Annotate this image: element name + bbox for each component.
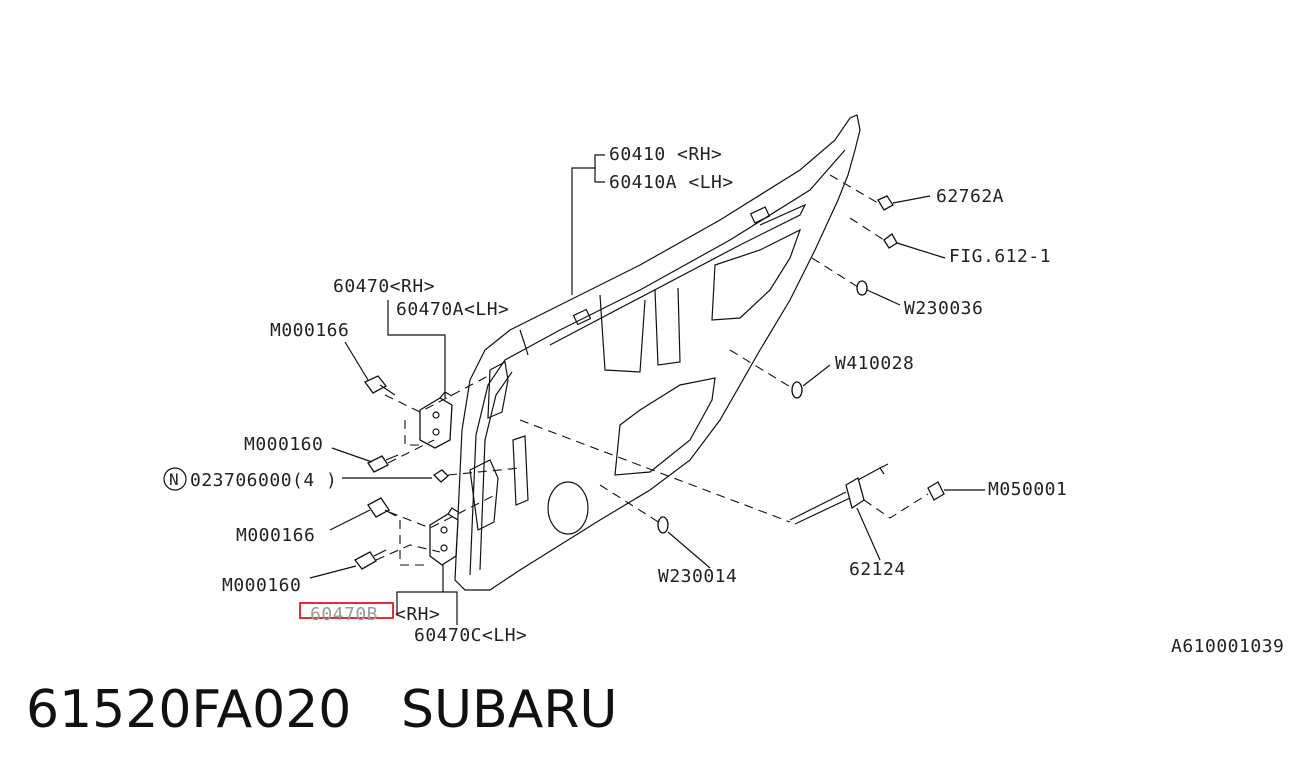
label-m000166-upper: M000166	[270, 320, 349, 341]
lower-hinge	[429, 507, 459, 566]
part-number: 61520FA020	[26, 680, 352, 740]
label-62124: 62124	[849, 559, 906, 580]
part-labels: 60410 <RH> 60410A <LH> 62762A FIG.612-1 …	[163, 144, 1284, 657]
label-m050001: M050001	[988, 479, 1067, 500]
bolt-m000166-upper	[364, 375, 396, 396]
label-60470b[interactable]: 60470B	[310, 604, 378, 625]
leader-lines	[309, 154, 985, 625]
label-60470c-lh: 60470C<LH>	[414, 625, 527, 646]
label-60470b-side: <RH>	[395, 604, 440, 625]
highlight-box-60470b	[299, 602, 394, 619]
label-60410a-lh: 60410A <LH>	[609, 172, 734, 193]
upper-hinge	[419, 391, 453, 449]
bolt-m000160-lower	[354, 549, 387, 570]
door-checker-62124	[789, 463, 889, 525]
label-m000160-upper: M000160	[244, 434, 323, 455]
note-n-circle	[163, 467, 187, 491]
bolt-m050001	[927, 481, 945, 501]
label-w230036: W230036	[904, 298, 983, 319]
door-hinge-parts-diagram: 60410 <RH> 60410A <LH> 62762A FIG.612-1 …	[163, 114, 1284, 657]
bolt-m000166-lower	[367, 497, 397, 518]
label-60470-rh: 60470<RH>	[333, 276, 435, 297]
label-fig-612-1: FIG.612-1	[949, 246, 1051, 267]
nut	[432, 469, 449, 483]
label-62762a: 62762A	[936, 186, 1004, 207]
label-60470a-lh: 60470A<LH>	[396, 299, 509, 320]
brand-name: SUBARU	[400, 680, 618, 740]
bolt-62762a	[877, 195, 894, 211]
label-m000160-lower: M000160	[222, 575, 301, 596]
bolt-m000160-upper	[367, 454, 399, 473]
label-m000166-lower: M000166	[236, 525, 315, 546]
assembly-dashed-lines	[375, 174, 929, 566]
rear-door-panel	[454, 114, 861, 591]
label-nut-code: 023706000(4 )	[190, 470, 337, 491]
diagram-code: A610001039	[1171, 636, 1284, 657]
label-60410-rh: 60410 <RH>	[609, 144, 722, 165]
label-w410028: W410028	[835, 353, 914, 374]
plug-w230036	[856, 280, 868, 296]
part-caption: 61520FA020 SUBARU	[26, 680, 618, 740]
label-w230014: W230014	[658, 566, 737, 587]
plug-w410028	[791, 381, 803, 399]
plug-w230014	[657, 516, 669, 534]
clip-fig-612-1	[883, 233, 898, 249]
note-n-marker: N	[169, 470, 179, 489]
